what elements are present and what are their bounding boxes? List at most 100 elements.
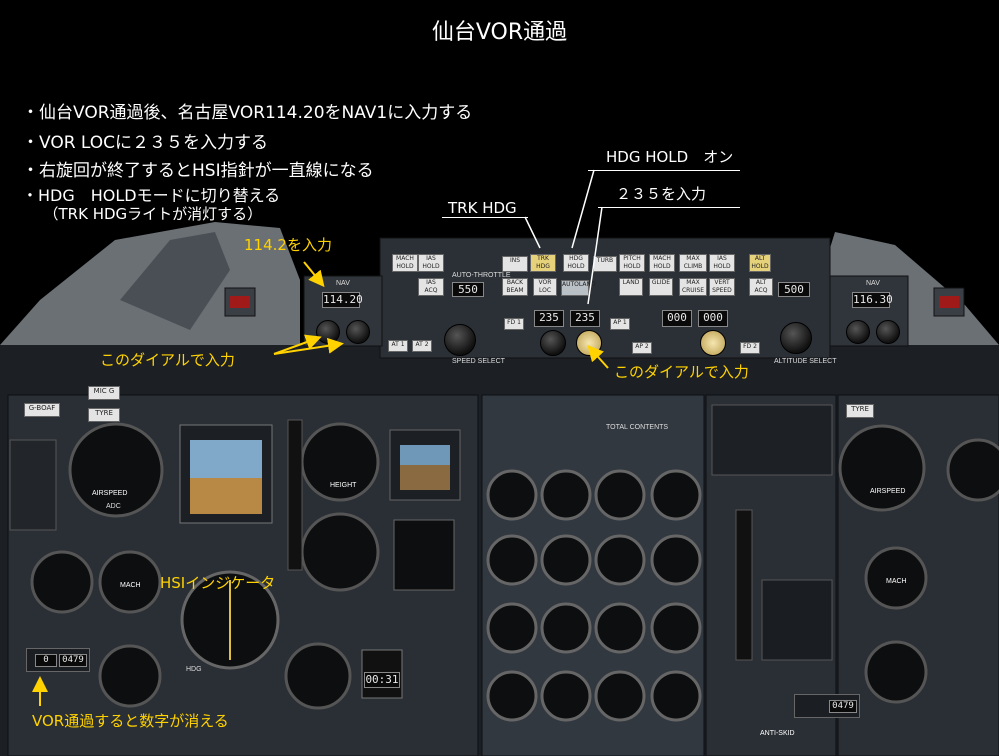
- left-switch-panel: [9, 439, 57, 531]
- vs-knob[interactable]: [700, 330, 726, 356]
- callout-line: [442, 217, 528, 218]
- cockpit-panel: MACH HOLD IAS HOLD INS TRK HDG HDG HOLD …: [0, 220, 999, 756]
- nav2-inner-knob[interactable]: [876, 320, 900, 344]
- glide-button[interactable]: GLIDE: [649, 278, 673, 296]
- arrow-dial-right: [587, 345, 609, 369]
- alt-hold-button[interactable]: ALT HOLD: [749, 254, 771, 272]
- vs1-readout: 000: [662, 310, 692, 327]
- nav2-label: NAV: [866, 280, 880, 287]
- standby-altimeter: [393, 519, 455, 591]
- callout-line: [588, 170, 740, 171]
- dme-right-readout: 0479: [829, 700, 857, 713]
- mach-gauge-left: [98, 550, 162, 614]
- callout-trk-hdg: TRK HDG: [448, 199, 517, 217]
- tyre-button-right[interactable]: TYRE: [846, 404, 874, 418]
- page-title: 仙台VOR通過: [431, 20, 568, 45]
- course-knob[interactable]: [540, 330, 566, 356]
- speed-select-knob[interactable]: [444, 324, 476, 356]
- line-235: [587, 206, 603, 305]
- callout-line: [598, 207, 740, 208]
- ias-acq-button[interactable]: IAS ACQ: [418, 278, 444, 296]
- airspeed-gauge-left: [68, 422, 164, 518]
- alt-select-readout: 500: [778, 282, 810, 297]
- mach-gauge-left-small: [30, 550, 94, 614]
- back-beam-button[interactable]: BACK BEAM: [502, 278, 528, 296]
- engine-gauges: [486, 469, 702, 722]
- vs2-readout: 000: [698, 310, 728, 327]
- line-hdg-hold: [571, 169, 595, 249]
- dme-left-readout: 0479: [59, 654, 87, 667]
- instruction-3: ・右旋回が終了するとHSI指針が一直線になる: [22, 161, 374, 181]
- rmi-left: [98, 644, 162, 708]
- mic-button[interactable]: MIC G: [88, 386, 120, 400]
- airspeed-label-right: AIRSPEED: [870, 488, 906, 495]
- ias-hold-button[interactable]: IAS HOLD: [418, 254, 444, 272]
- at2-button[interactable]: AT 2: [412, 340, 432, 352]
- ap2-button[interactable]: AP 2: [632, 342, 652, 354]
- fd2-button[interactable]: FD 2: [740, 342, 760, 354]
- airspeed-gauge-right: [838, 424, 926, 512]
- dme-panel-left: 0 0479: [26, 648, 90, 672]
- fuel-panel: [761, 579, 833, 661]
- max-climb-button[interactable]: MAX CLIMB: [679, 254, 707, 272]
- adc-label-left: ADC: [106, 503, 121, 510]
- arrow-dial-left-2: [273, 337, 344, 355]
- left-glareshield-shade: [120, 232, 230, 330]
- rmi-right: [864, 640, 928, 704]
- max-cruise-button[interactable]: MAX CRUISE: [679, 278, 707, 296]
- gear-panel: [711, 404, 833, 476]
- callout-hsi: HSIインジケータ: [160, 574, 276, 592]
- altitude-select-label: ALTITUDE SELECT: [774, 358, 837, 365]
- center-tape: [735, 509, 753, 661]
- line-trk-hdg: [524, 216, 541, 249]
- pitch-hold-button[interactable]: PITCH HOLD: [619, 254, 645, 272]
- ias-hold-2-button[interactable]: IAS HOLD: [709, 254, 735, 272]
- hdg-hold-button[interactable]: HDG HOLD: [563, 254, 589, 272]
- callout-dial-left: このダイアルで入力: [100, 351, 235, 369]
- altitude-select-knob[interactable]: [780, 322, 812, 354]
- airspeed-label-left: AIRSPEED: [92, 490, 128, 497]
- vert-speed-button[interactable]: VERT SPEED: [709, 278, 735, 296]
- ap1-button[interactable]: AP 1: [610, 318, 630, 330]
- at1-button[interactable]: AT 1: [388, 340, 408, 352]
- arrow-114: [303, 261, 325, 288]
- autoland-button[interactable]: AUTOLAND: [561, 280, 596, 296]
- callout-enter-114: 114.2を入力: [244, 236, 332, 254]
- clock-readout: 00:31: [364, 672, 400, 688]
- trk-hdg-button[interactable]: TRK HDG: [530, 254, 556, 272]
- nav1-frequency: 114.20: [322, 292, 363, 308]
- land-button[interactable]: LAND: [619, 278, 643, 296]
- instruction-2: ・VOR LOCに２３５を入力する: [22, 133, 269, 153]
- mach-label-left: MACH: [120, 582, 141, 589]
- reg-plate: G-BOAF: [24, 403, 60, 417]
- mach-hold-2-button[interactable]: MACH HOLD: [649, 254, 675, 272]
- instruction-5: （TRK HDGライトが消灯する）: [36, 205, 263, 223]
- anti-skid-label: ANTI-SKID: [760, 730, 795, 737]
- adi-right-partial: [946, 438, 999, 502]
- vor-loc-button[interactable]: VOR LOC: [533, 278, 557, 296]
- height-label: HEIGHT: [330, 482, 357, 489]
- heading-readout: 235: [570, 310, 600, 327]
- nav1-label: NAV: [336, 280, 350, 287]
- nav1-inner-knob[interactable]: [346, 320, 370, 344]
- mach-hold-button[interactable]: MACH HOLD: [392, 254, 418, 272]
- course1-readout: 235: [534, 310, 564, 327]
- nav2-outer-knob[interactable]: [846, 320, 870, 344]
- callout-hdg-hold: HDG HOLD オン: [606, 148, 734, 166]
- callout-enter-235: ２３５を入力: [616, 185, 707, 203]
- total-contents-label: TOTAL CONTENTS: [606, 424, 669, 431]
- fd1-button[interactable]: FD 1: [504, 318, 524, 330]
- ins-button[interactable]: INS: [502, 256, 528, 272]
- glide-tape: [287, 419, 303, 571]
- callout-vor-pass: VOR通過すると数字が消える: [32, 712, 229, 730]
- autothrottle-label: AUTO-THROTTLE: [452, 272, 511, 279]
- nav2-frequency: 116.30: [852, 292, 893, 308]
- alt-acq-button[interactable]: ALT ACQ: [749, 278, 773, 296]
- callout-dial-right: このダイアルで入力: [614, 363, 749, 381]
- arrow-dial-left-1: [273, 334, 322, 355]
- tyre-button-left[interactable]: TYRE: [88, 408, 120, 422]
- autothrottle-readout: 550: [452, 282, 484, 297]
- instruction-4: ・HDG HOLDモードに切り替える: [22, 186, 281, 205]
- dme-panel-right: 0479: [794, 694, 860, 718]
